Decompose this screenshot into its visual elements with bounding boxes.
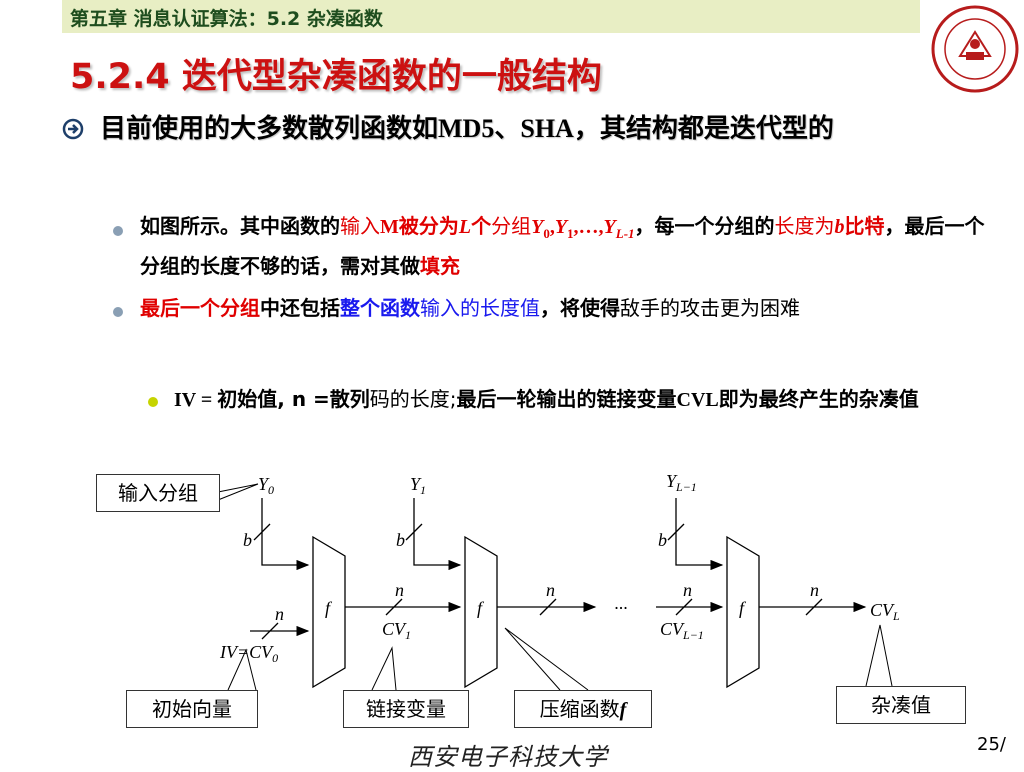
y0-arrow: [261, 498, 310, 571]
dg-iv: IV=CV0: [219, 642, 278, 665]
dg-y0: Y0: [258, 474, 274, 497]
b2-y1-sep: ,: [549, 216, 555, 238]
b4-p6: CVL: [676, 389, 719, 411]
header-bar: 第五章 消息认证算法：5.2 杂凑函数: [62, 0, 920, 33]
dg-cvl1: CVL−1: [660, 619, 704, 642]
bullet-2-text: 如图所示。其中函数的输入M被分为L个分组Y0,Y1,…,YL-1，每一个分组的长…: [140, 210, 1000, 282]
dg-b3: b: [658, 530, 667, 550]
b2-p10: 长度为: [774, 214, 835, 238]
bullet-dot-yellow: [148, 397, 158, 407]
b4-p1: IV =: [174, 389, 218, 411]
bullet-1-text: 目前使用的大多数散列函数如MD5、SHA，其结构都是迭代型的: [100, 110, 1000, 148]
b2-p3: M: [380, 216, 399, 238]
b4-p3: 散列: [329, 387, 370, 411]
b3-p3: 整个函数: [340, 296, 420, 320]
b2-p11: b: [834, 216, 845, 238]
b3-p2: 中还包括: [260, 296, 340, 320]
bullet-dot: [113, 307, 123, 317]
bullet-dot: [113, 226, 123, 236]
f-callout-pointer: [504, 627, 589, 691]
b2-p15: 填充: [420, 254, 460, 278]
university-name-logo: 西安电子科技大学: [408, 743, 608, 771]
dg-cvl: CVL: [870, 600, 900, 623]
md5-label: MD5: [438, 114, 495, 143]
compress-block-1: [312, 535, 346, 689]
b4-p4: 码的长度;: [369, 387, 457, 411]
b2-y1: Y: [554, 216, 568, 238]
b2-p4: 被分为: [398, 214, 459, 238]
callout-compress: 压缩函数f: [514, 690, 652, 728]
page-number: 25/: [977, 734, 1006, 755]
compress-block-2: [464, 535, 498, 689]
b2-yl: Y: [603, 216, 616, 238]
cv-callout-pointer: [371, 646, 397, 691]
compress-f: f: [619, 699, 627, 721]
dg-n1: n: [275, 604, 284, 624]
b4-p7: 即为最终产生的杂凑值: [718, 387, 919, 411]
yl-arrow: [675, 498, 724, 571]
b2-p5: L: [458, 216, 472, 238]
b2-p7: 分组: [491, 214, 532, 238]
iterative-hash-diagram: Y0 Y1 YL−1 b b b f f f n n n n n IV=CV0 …: [217, 471, 900, 691]
dg-n3: n: [546, 580, 555, 600]
b3-p6: 将使得: [560, 296, 620, 320]
bullet-1-sep: 、: [494, 114, 521, 144]
bullet-1-comma: ，: [573, 114, 600, 144]
b2-p2: 输入: [340, 214, 380, 238]
b2-y0: Y: [531, 216, 544, 238]
university-seal-logo: [931, 5, 1019, 93]
slide-title: 5.2.4 迭代型杂凑函数的一般结构: [70, 57, 602, 97]
b2-yl-sub: L-1: [615, 226, 635, 241]
dg-dots: ···: [614, 598, 628, 618]
b4-p2: 初始值, n =: [217, 387, 330, 411]
dg-y1: Y1: [410, 474, 426, 497]
callout-init-vector: 初始向量: [126, 690, 258, 728]
dg-n5: n: [810, 580, 819, 600]
callout-input-block: 输入分组: [96, 474, 220, 512]
b3-p5: ，: [540, 296, 560, 320]
input-callout-pointer: [217, 483, 259, 501]
b2-p1: 如图所示。其中函数的: [140, 214, 340, 238]
b2-p6: 个: [471, 214, 492, 238]
callout-chain-var: 链接变量: [343, 690, 469, 728]
dg-n4: n: [683, 580, 692, 600]
bullet-1-pre: 目前使用的大多数散列函数如: [100, 114, 439, 144]
y1-arrow: [413, 498, 462, 571]
compress-label: 压缩函数: [539, 697, 620, 721]
b2-ellipsis: ,…,: [573, 216, 604, 238]
b4-p5: 最后一轮输出的链接变量: [456, 387, 677, 411]
b2-p9: 每一个分组的: [654, 214, 775, 238]
dg-n2: n: [395, 580, 404, 600]
iv-callout-pointer: [227, 648, 257, 691]
dg-f2: f: [477, 598, 485, 618]
dg-yl: YL−1: [666, 471, 697, 494]
dg-f1: f: [325, 598, 333, 618]
b2-y1-sub: 1: [567, 226, 574, 241]
hash-callout-pointer: [865, 624, 893, 687]
dg-b2: b: [396, 530, 405, 550]
b2-p14: 最后一个分组的长度不够的话，需对其做: [140, 214, 985, 278]
compress-block-L: [726, 535, 760, 689]
b2-y0-sub: 0: [543, 226, 550, 241]
dg-f3: f: [739, 598, 747, 618]
bullet-3-text: 最后一个分组中还包括整个函数输入的长度值，将使得敌手的攻击更为困难: [140, 292, 1000, 324]
arrow-bullet-icon: [62, 118, 84, 140]
chapter-label: 第五章 消息认证算法：5.2 杂凑函数: [70, 8, 383, 30]
sha-label: SHA: [520, 114, 574, 143]
bullet-4-text: IV = 初始值, n =散列码的长度;最后一轮输出的链接变量CVL即为最终产生…: [174, 382, 994, 417]
b2-p13: ，: [884, 214, 905, 238]
b3-p4: 输入的长度值: [420, 296, 540, 320]
b2-p12: 比特: [844, 214, 885, 238]
dg-b1: b: [243, 530, 252, 550]
b3-p7: 敌手的攻击更为困难: [620, 296, 800, 320]
dg-cv1: CV1: [382, 619, 411, 642]
b2-p8: ，: [634, 214, 655, 238]
bullet-1-post: 其结构都是迭代型的: [599, 114, 834, 144]
b3-p1: 最后一个分组: [140, 296, 260, 320]
callout-hash-value: 杂凑值: [836, 686, 966, 724]
